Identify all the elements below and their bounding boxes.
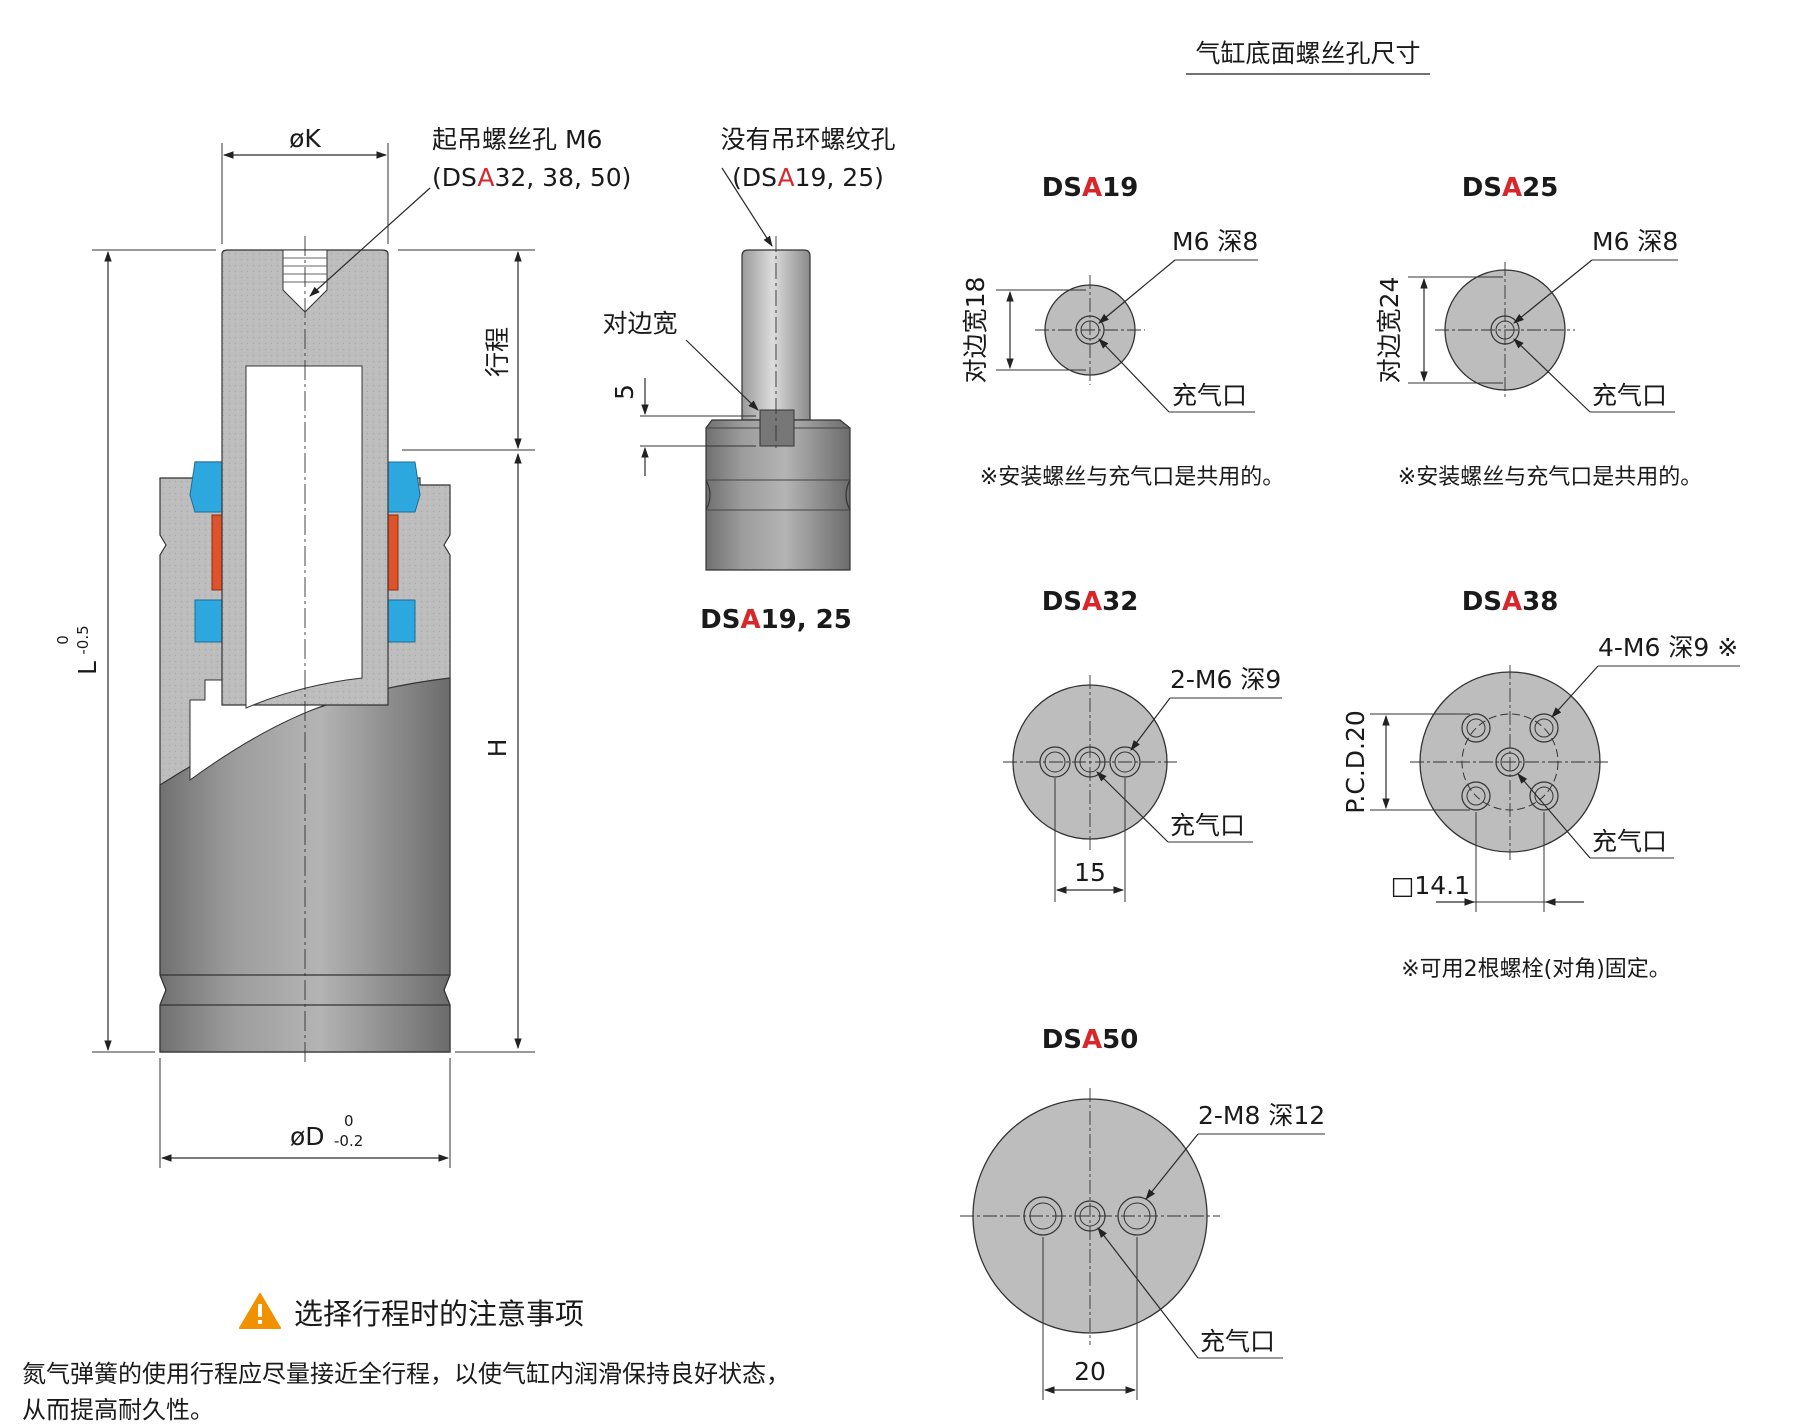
port-hole bbox=[1075, 315, 1105, 345]
section-title: 气缸底面螺丝孔尺寸 bbox=[1195, 39, 1420, 68]
side-dim: 对边宽18 bbox=[961, 277, 990, 384]
port-label: 充气口 bbox=[1172, 381, 1247, 410]
across-flats-leader bbox=[685, 339, 759, 411]
dim-k-label: øK bbox=[289, 124, 321, 153]
view-title: DSA25 bbox=[1462, 173, 1559, 203]
thread-hole bbox=[1461, 713, 1491, 743]
view-dsa50: DSA50 2-M8 深12 充气口 20 bbox=[960, 1025, 1325, 1400]
view-title: DSA38 bbox=[1462, 587, 1559, 617]
view-note: ※可用2根螺栓(对角)固定。 bbox=[1401, 957, 1671, 982]
view-title: DSA19 bbox=[1042, 173, 1139, 203]
thread-hole bbox=[1529, 713, 1559, 743]
port-hole bbox=[1074, 746, 1106, 778]
rod-inner-bore bbox=[245, 365, 363, 709]
small-dim-5: 5 bbox=[610, 384, 639, 400]
thread-hole bbox=[1023, 1196, 1063, 1236]
port-label: 充气口 bbox=[1592, 827, 1667, 856]
view-title: DSA32 bbox=[1042, 587, 1139, 617]
view-note: ※安装螺丝与充气口是共用的。 bbox=[980, 465, 1284, 490]
seal-blue-right-top bbox=[387, 461, 421, 513]
no-ring-leader bbox=[721, 167, 773, 247]
pcd-circle bbox=[1461, 713, 1559, 811]
diameter-tol-upper: 0 bbox=[344, 1112, 354, 1130]
small-cylinder-drawing: 没有吊环螺纹孔 (DSA19, 25) 对边宽 5 DSA19, 25 bbox=[602, 125, 895, 635]
seal-blue-left-top bbox=[189, 461, 223, 513]
lifting-hole-leader bbox=[309, 187, 431, 297]
caution-title: 选择行程时的注意事项 bbox=[294, 1297, 584, 1331]
thread-hole bbox=[1109, 746, 1141, 778]
across-flats-label: 对边宽 bbox=[602, 309, 677, 338]
port-hole bbox=[1490, 315, 1520, 345]
thread-label: M6 深8 bbox=[1592, 227, 1678, 256]
thread-label: M6 深8 bbox=[1172, 227, 1258, 256]
diameter-tol-lower: -0.2 bbox=[334, 1132, 363, 1150]
no-ring-label: 没有吊环螺纹孔 bbox=[720, 125, 895, 154]
bottom-dim: 20 bbox=[1074, 1357, 1106, 1386]
caution-line-2: 从而提高耐久性。 bbox=[22, 1396, 214, 1424]
thread-hole bbox=[1529, 781, 1559, 811]
small-drawing-caption: DSA19, 25 bbox=[700, 605, 852, 635]
port-hole bbox=[1074, 1200, 1106, 1232]
small-rod bbox=[741, 249, 811, 421]
seal-blue-left-bottom bbox=[194, 599, 223, 643]
port-hole bbox=[1495, 747, 1525, 777]
diameter-label: øD bbox=[290, 1122, 325, 1151]
warning-triangle-icon bbox=[239, 1293, 281, 1329]
port-label: 充气口 bbox=[1170, 811, 1245, 840]
thread-label: 2-M8 深12 bbox=[1198, 1101, 1325, 1130]
height-label: H bbox=[483, 739, 512, 758]
length-tol-lower: -0.5 bbox=[74, 625, 92, 654]
seal-blue-right-bottom bbox=[387, 599, 416, 643]
thread-hole bbox=[1039, 746, 1071, 778]
caution-section: 选择行程时的注意事项 氮气弹簧的使用行程应尽量接近全行程，以使气缸内润滑保持良好… bbox=[22, 1293, 790, 1424]
small-hex-flat bbox=[759, 409, 795, 447]
view-title: DSA50 bbox=[1042, 1025, 1139, 1055]
square-dim: □14.1 bbox=[1391, 871, 1470, 900]
view-dsa25: DSA25 对边宽24 M6 深8 充气口 ※安装螺丝与充气口是共用的。 bbox=[1375, 173, 1702, 490]
length-tol-upper: 0 bbox=[54, 635, 72, 645]
thread-label: 4-M6 深9 ※ bbox=[1598, 633, 1738, 662]
thread-hole bbox=[1461, 781, 1491, 811]
caution-line-1: 氮气弹簧的使用行程应尽量接近全行程，以使气缸内润滑保持良好状态， bbox=[22, 1360, 790, 1388]
view-dsa38: DSA38 4-M6 深9 ※ 充气口 P.C.D.20 □14.1 ※可用2根… bbox=[1341, 587, 1740, 982]
side-dim: 对边宽24 bbox=[1375, 277, 1404, 384]
bottom-dim: 15 bbox=[1074, 858, 1106, 887]
view-dsa19: DSA19 对边宽18 M6 深8 充气口 ※安装螺丝与充气口是共用的。 bbox=[961, 173, 1284, 490]
thread-label: 2-M6 深9 bbox=[1170, 665, 1281, 694]
port-label: 充气口 bbox=[1200, 1327, 1275, 1356]
view-note: ※安装螺丝与充气口是共用的。 bbox=[1398, 465, 1702, 490]
no-ring-models: (DSA19, 25) bbox=[732, 163, 884, 192]
lifting-hole-models: (DSA32, 38, 50) bbox=[432, 163, 631, 192]
lifting-hole-label: 起吊螺丝孔 M6 bbox=[432, 125, 602, 154]
thread-hole bbox=[1117, 1196, 1157, 1236]
side-dim: P.C.D.20 bbox=[1341, 710, 1370, 814]
view-dsa32: DSA32 2-M6 深9 充气口 15 bbox=[1003, 587, 1282, 902]
main-cylinder-drawing: øK 起吊螺丝孔 M6 (DSA32, 38, 50) 行程 H L 0 -0.… bbox=[54, 124, 631, 1168]
stroke-label: 行程 bbox=[483, 327, 512, 377]
port-label: 充气口 bbox=[1592, 381, 1667, 410]
length-label: L bbox=[73, 661, 102, 675]
